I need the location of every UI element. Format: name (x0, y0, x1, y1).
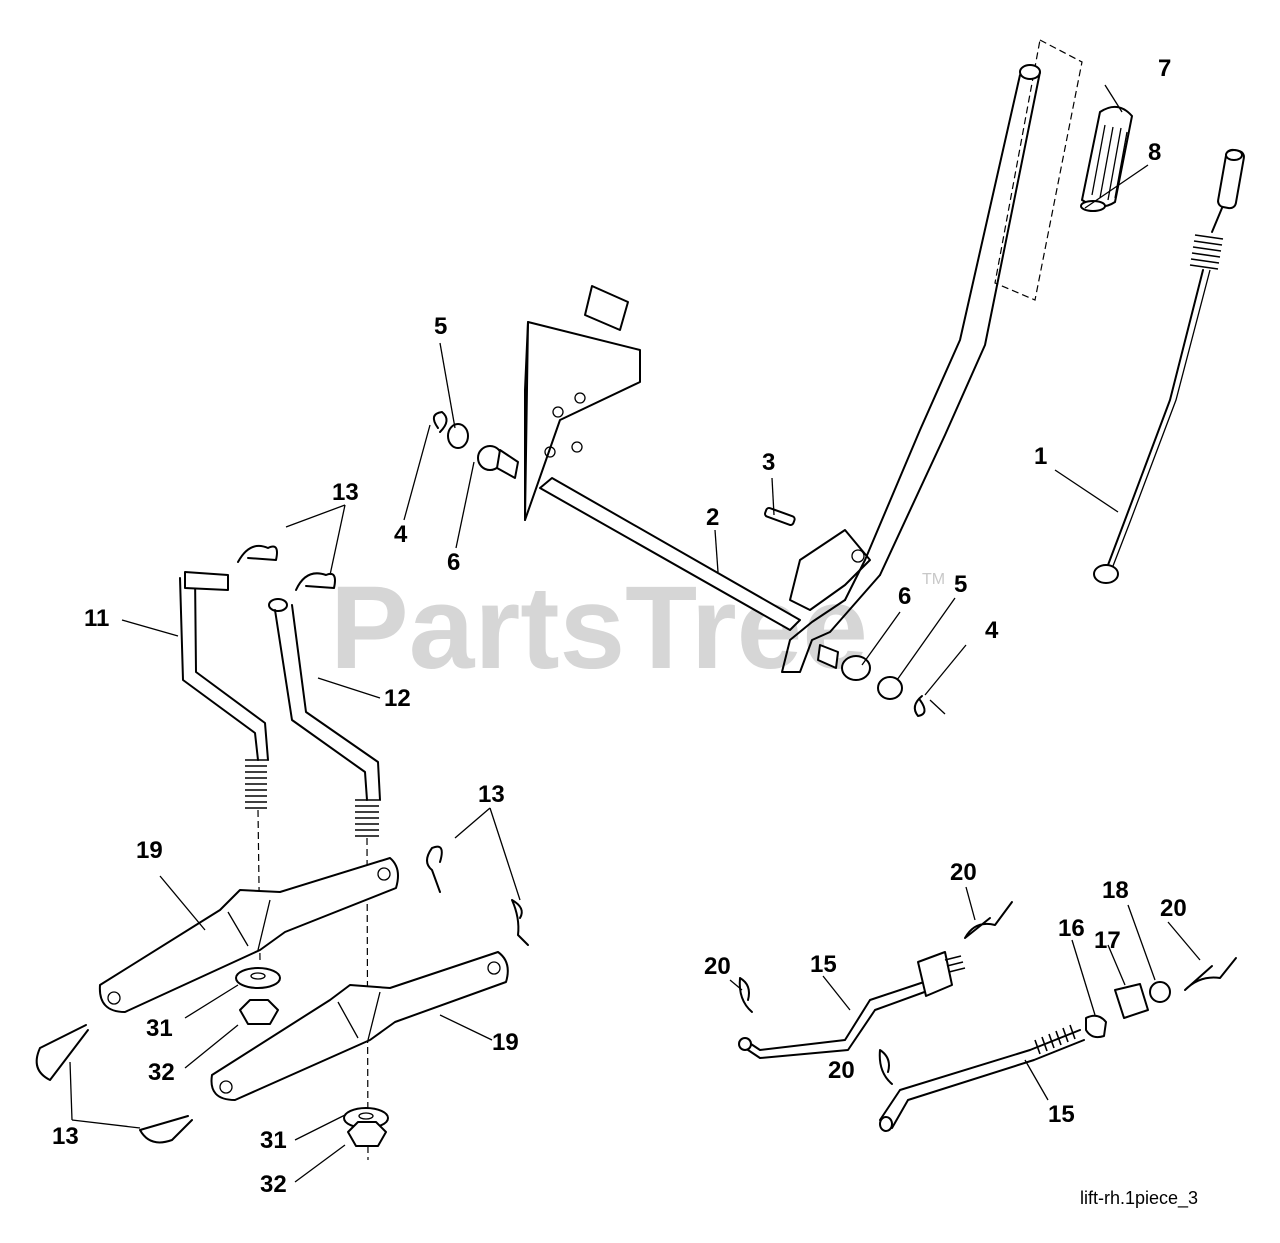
callout-20-d: 20 (828, 1057, 855, 1084)
callout-32-right: 32 (260, 1171, 287, 1198)
diagram-reference: lift-rh.1piece_3 (1080, 1188, 1198, 1209)
hair-pins-side (35, 845, 529, 1144)
callout-20-c: 20 (704, 953, 731, 980)
callout-20-a: 20 (950, 859, 977, 886)
callout-13-bottom: 13 (52, 1123, 79, 1150)
grip-outline (994, 39, 1083, 301)
callout-2: 2 (706, 504, 719, 531)
hair-pins-20 (738, 901, 1237, 1085)
callout-19-lower: 19 (492, 1029, 519, 1056)
callout-20-b: 20 (1160, 895, 1187, 922)
lift-arm-lower (210, 951, 509, 1101)
callout-32-left: 32 (148, 1059, 175, 1086)
callout-4-left: 4 (394, 521, 408, 548)
pivot-plate (524, 285, 801, 631)
callout-5-right: 5 (954, 571, 967, 598)
callout-15-upper: 15 (810, 951, 837, 978)
callout-7: 7 (1158, 55, 1171, 82)
callout-6-right: 6 (898, 583, 911, 610)
right-hardware (817, 644, 946, 717)
callout-4-right: 4 (985, 617, 999, 644)
callout-12: 12 (384, 685, 411, 712)
callout-1: 1 (1034, 443, 1047, 470)
pin (764, 506, 796, 526)
left-hardware (432, 411, 519, 479)
callout-8: 8 (1148, 139, 1161, 166)
callout-19-upper: 19 (136, 837, 163, 864)
adjuster-hardware (1085, 981, 1171, 1039)
watermark: PartsTree (330, 562, 868, 694)
callout-11: 11 (84, 605, 109, 632)
washer-nut-left (235, 967, 281, 1025)
linkage-rod-lower (879, 1024, 1085, 1132)
callout-31-left: 31 (146, 1015, 173, 1042)
align-line-2 (366, 837, 369, 1161)
lift-link-11 (179, 571, 269, 809)
callout-15-lower: 15 (1048, 1101, 1075, 1128)
callout-6-left: 6 (447, 549, 460, 576)
leader-lines (69, 84, 1201, 1183)
callout-17: 17 (1094, 927, 1121, 954)
watermark-tm: TM (922, 571, 945, 588)
hand-grip (1080, 105, 1133, 212)
cable-rod (1093, 148, 1245, 584)
lift-handle (781, 64, 1041, 673)
callout-18: 18 (1102, 877, 1129, 904)
hair-pins-top (237, 544, 336, 591)
lift-link-12 (268, 598, 381, 837)
callout-5-left: 5 (434, 313, 447, 340)
washer-nut-right (343, 1107, 389, 1147)
callout-13-right: 13 (478, 781, 505, 808)
callout-31-right: 31 (260, 1127, 287, 1154)
lift-arm-upper (98, 857, 399, 1013)
callout-13-top: 13 (332, 479, 359, 506)
callout-16: 16 (1058, 915, 1085, 942)
callout-3: 3 (762, 449, 775, 476)
linkage-rod-upper (738, 951, 966, 1059)
